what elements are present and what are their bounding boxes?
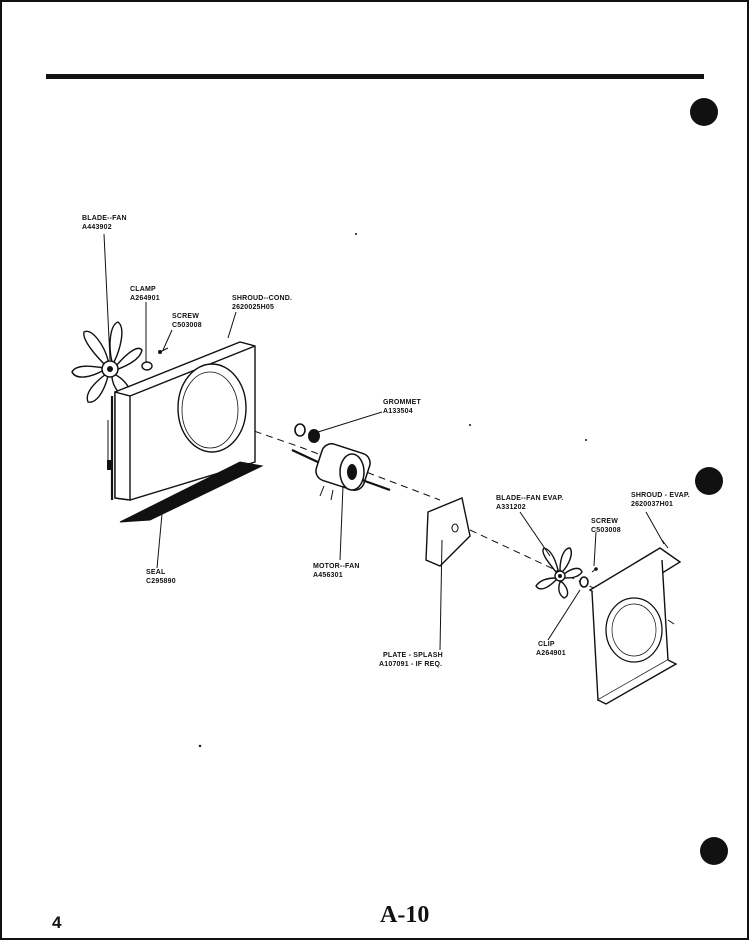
leader-lines	[103, 233, 665, 651]
grommet-part-no: A133504	[383, 408, 413, 415]
assembly-axis	[129, 387, 441, 501]
seal-part-no: C295890	[146, 578, 176, 585]
speck	[585, 439, 587, 441]
shroud-evap-drawing	[588, 539, 682, 705]
motor-fan-drawing	[291, 443, 391, 501]
blade-fan-drawing	[71, 321, 143, 403]
seal-drawing	[119, 461, 264, 523]
blade-fan-part-no: A443902	[82, 224, 112, 231]
blade-fan-evap-drawing	[535, 547, 583, 599]
clip-name: CLIP	[538, 641, 555, 648]
motor-fan-name: MOTOR--FAN	[313, 563, 360, 570]
plate-splash-name: PLATE - SPLASH	[383, 652, 443, 659]
seal-name: SEAL	[146, 569, 166, 576]
grommet-drawing	[294, 423, 320, 443]
clamp-name: CLAMP	[130, 286, 156, 293]
clamp-drawing	[141, 361, 153, 371]
clip-part-no: A264901	[536, 650, 566, 657]
speck	[469, 424, 471, 426]
speck	[355, 233, 357, 235]
binder-hole-middle	[695, 467, 723, 495]
binder-hole-bottom	[700, 837, 728, 865]
shroud-evap-part-no: 2620037H01	[631, 501, 673, 508]
screw-cond-drawing	[158, 347, 169, 354]
shroud-cond-name: SHROUD--COND.	[232, 295, 292, 302]
blade-fan-evap-part-no: A331202	[496, 504, 526, 511]
speck	[198, 744, 202, 748]
blade-fan-evap-name: BLADE--FAN EVAP.	[496, 495, 564, 502]
motor-fan-part-no: A456301	[313, 572, 343, 579]
assembly-axis-evap	[469, 529, 641, 611]
blade-fan-name: BLADE--FAN	[82, 215, 127, 222]
screw-evap-part-no: C503008	[591, 527, 621, 534]
screw-evap-name: SCREW	[591, 518, 618, 525]
shroud-cond-drawing	[107, 341, 256, 501]
page-number: 4	[52, 913, 62, 932]
binder-hole-top	[690, 98, 718, 126]
screw-cond-part-no: C503008	[172, 322, 202, 329]
shroud-evap-name: SHROUD - EVAP.	[631, 492, 690, 499]
page-code: A-10	[380, 902, 429, 928]
clamp-part-no: A264901	[130, 295, 160, 302]
grommet-name: GROMMET	[383, 399, 421, 406]
header-rule	[46, 74, 704, 79]
plate-splash-drawing	[425, 497, 471, 567]
shroud-cond-part-no: 2620025H05	[232, 304, 274, 311]
plate-splash-part-no: A107091 - IF REQ.	[379, 661, 442, 668]
clip-drawing	[579, 576, 589, 588]
screw-cond-name: SCREW	[172, 313, 199, 320]
screw-evap-drawing	[591, 567, 598, 573]
